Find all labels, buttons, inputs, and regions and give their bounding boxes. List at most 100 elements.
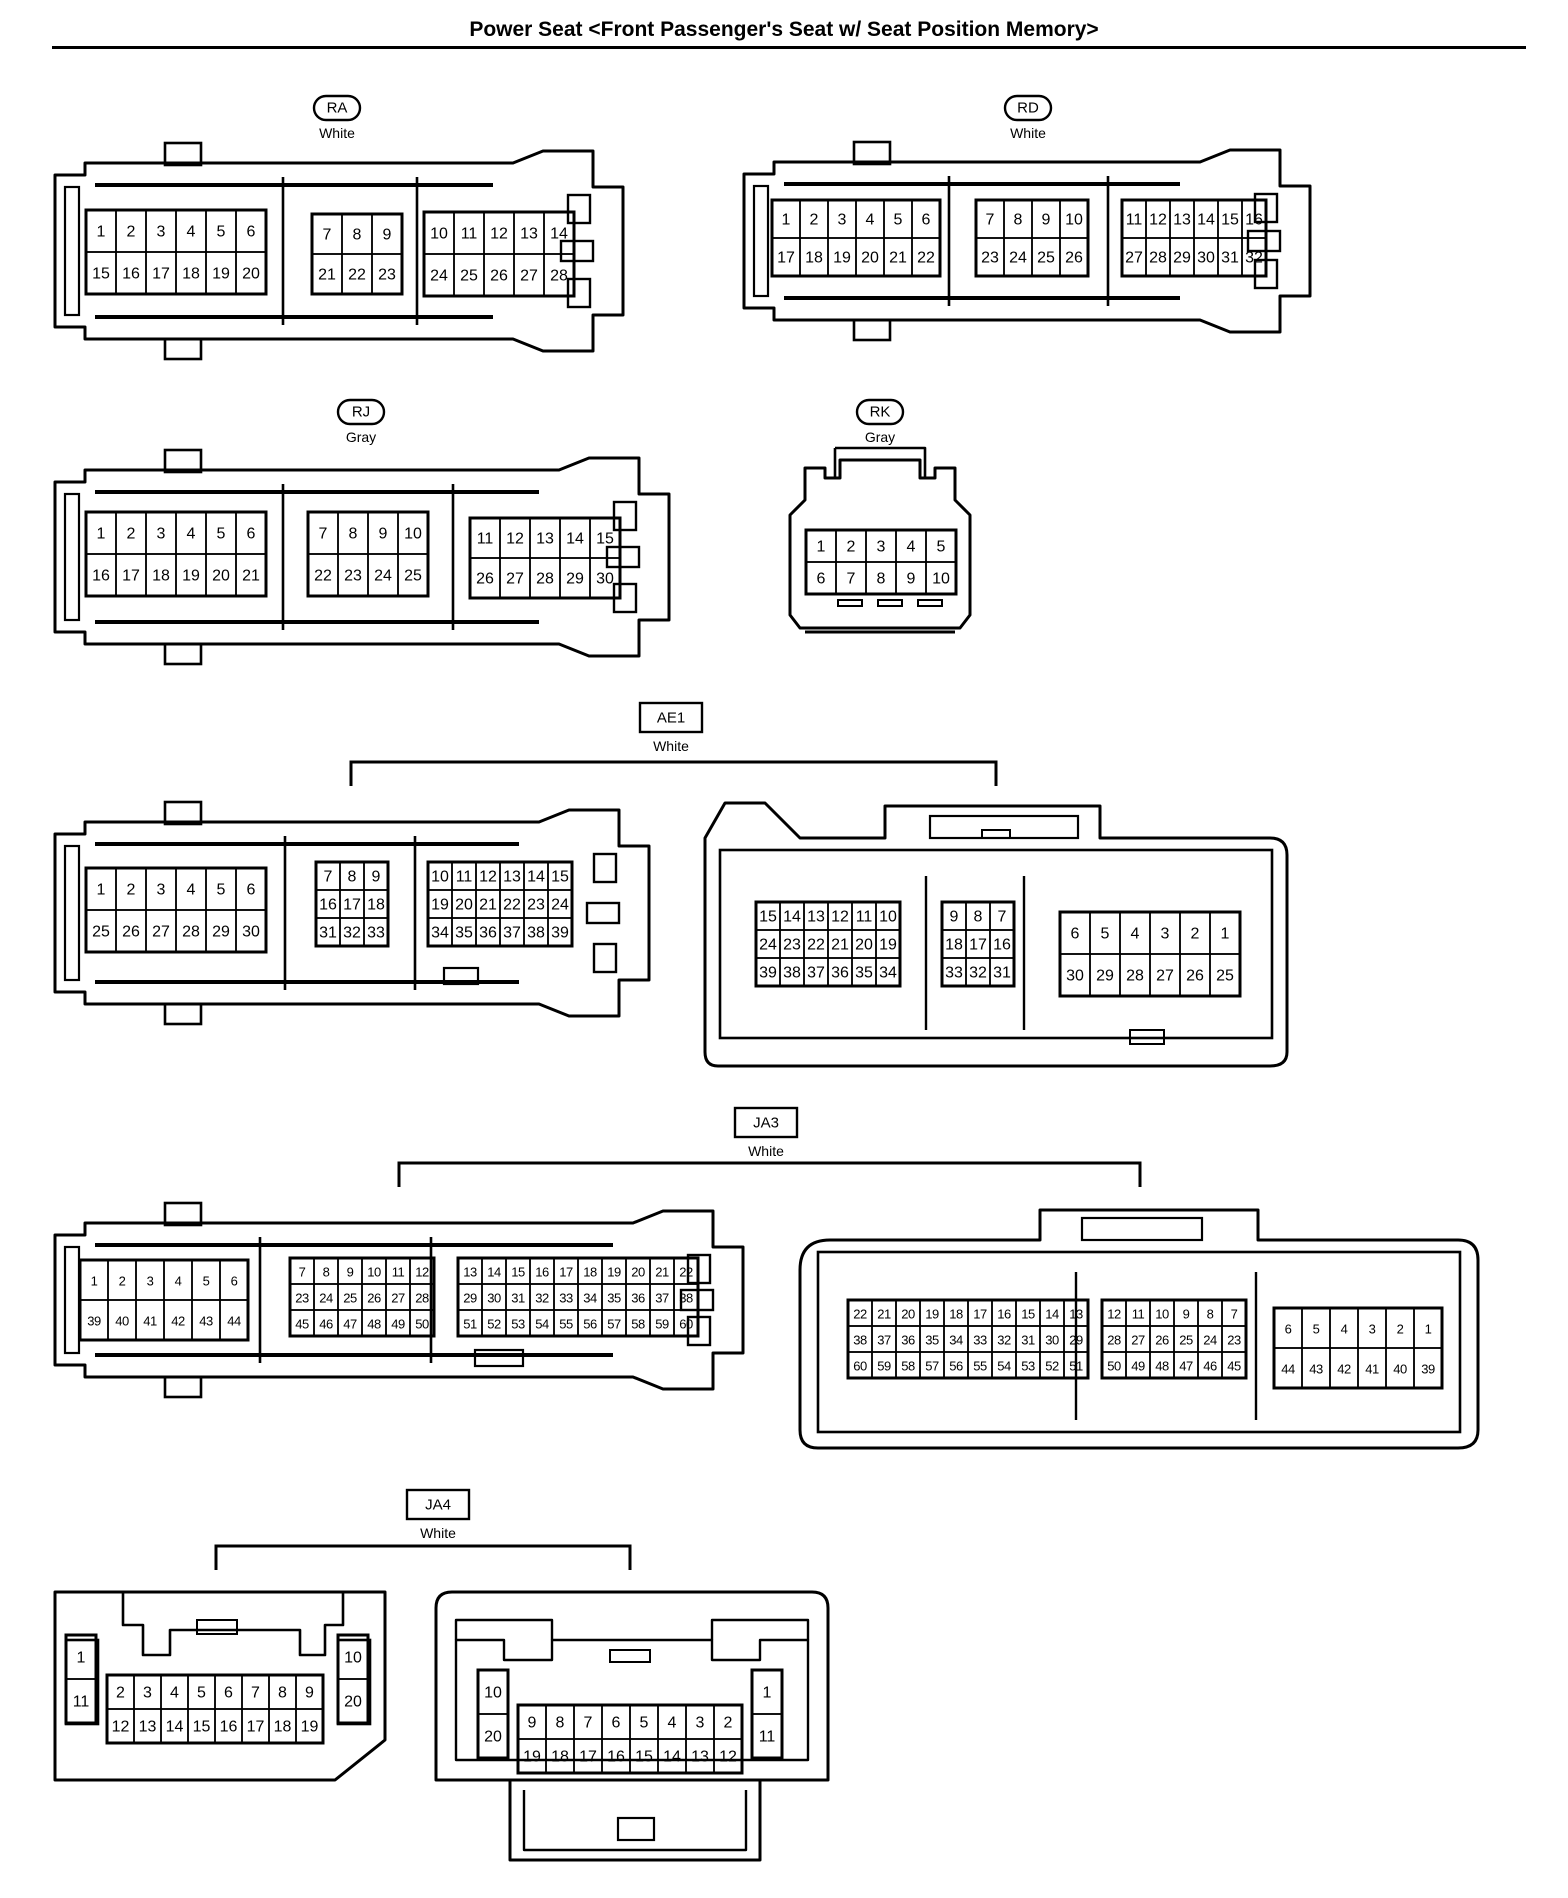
pin-number: 35 (855, 965, 873, 982)
housing-outline (566, 277, 592, 309)
pin-number: 58 (631, 1317, 645, 1332)
pin-number: 7 (847, 571, 856, 588)
pin-number: 60 (679, 1317, 693, 1332)
pin-number: 44 (1281, 1362, 1295, 1377)
housing-outline (53, 1209, 745, 1391)
pin-number: 7 (251, 1685, 260, 1702)
connector-id-oval (312, 94, 362, 122)
pin-number: 43 (1309, 1362, 1323, 1377)
housing-outline (742, 148, 1312, 334)
pin-number: 18 (274, 1719, 292, 1736)
pin-number: 7 (986, 212, 995, 229)
pin-number: 5 (640, 1715, 649, 1732)
pin-number: 27 (1156, 968, 1174, 985)
pin-number: 15 (1021, 1307, 1035, 1322)
pin-number: 18 (945, 937, 963, 954)
pin-number: 32 (1245, 250, 1263, 267)
pin-number: 29 (212, 924, 230, 941)
pin-cell (673, 1309, 699, 1337)
pin-number: 2 (127, 526, 136, 543)
housing-outline (592, 942, 618, 974)
pin-number: 5 (894, 212, 903, 229)
pin-number: 19 (212, 266, 230, 283)
pin-number: 33 (367, 925, 385, 942)
pin-number: 4 (1131, 926, 1140, 943)
pin-number: 17 (973, 1307, 987, 1322)
pin-cell (65, 1678, 97, 1724)
pin-number: 22 (679, 1265, 693, 1280)
latch-tab (852, 140, 892, 166)
pin-cell (235, 251, 267, 295)
pin-number: 14 (550, 226, 568, 243)
terminal-slot (877, 599, 903, 607)
pin-number: 13 (463, 1265, 477, 1280)
pin-number: 8 (353, 227, 362, 244)
pin-number: 31 (511, 1291, 525, 1306)
pin-number: 31 (1021, 1333, 1035, 1348)
pin-number: 32 (969, 965, 987, 982)
pin-number: 27 (506, 571, 524, 588)
pin-number: 29 (566, 571, 584, 588)
pin-number: 26 (1155, 1333, 1169, 1348)
pin-number: 7 (584, 1715, 593, 1732)
pin-number: 8 (349, 526, 358, 543)
pin-number: 24 (551, 897, 569, 914)
pin-number: 4 (1341, 1322, 1348, 1337)
pin-number: 6 (247, 526, 256, 543)
housing-outline (454, 1618, 810, 1640)
pin-number: 21 (889, 250, 907, 267)
pin-number: 47 (343, 1317, 357, 1332)
pin-number: 18 (152, 568, 170, 585)
pin-number: 29 (1173, 250, 1191, 267)
housing-outline (928, 814, 1080, 840)
pin-number: 10 (879, 909, 897, 926)
pin-number: 14 (487, 1265, 501, 1280)
housing-outline (612, 500, 638, 532)
pin-number: 21 (318, 267, 336, 284)
pin-number: 20 (484, 1729, 502, 1746)
connector-id: RA (327, 100, 348, 117)
pin-number: 14 (166, 1719, 184, 1736)
pin-number: 16 (993, 937, 1011, 954)
pin-number: 14 (663, 1749, 681, 1766)
pin-cell (713, 1738, 743, 1774)
pin-number: 7 (1231, 1307, 1238, 1322)
pin-number: 1 (91, 1274, 98, 1289)
housing-outline (605, 545, 641, 569)
pin-number: 25 (404, 568, 422, 585)
pin-number: 39 (1421, 1362, 1435, 1377)
pin-number: 6 (247, 224, 256, 241)
pin-number: 29 (1096, 968, 1114, 985)
pin-number: 17 (559, 1265, 573, 1280)
pin-number: 1 (1221, 926, 1230, 943)
latch-tab (163, 642, 203, 666)
pin-number: 24 (374, 568, 392, 585)
pin-number: 35 (925, 1333, 939, 1348)
pin-number: 14 (783, 909, 801, 926)
housing-outline (559, 239, 595, 263)
pin-number: 8 (974, 909, 983, 926)
pin-number: 2 (127, 882, 136, 899)
latch-tab (163, 800, 203, 826)
pin-number: 3 (1369, 1322, 1376, 1337)
pin-number: 25 (92, 924, 110, 941)
connector-color: White (748, 1143, 784, 1159)
pin-number: 4 (170, 1685, 179, 1702)
pin-number: 33 (945, 965, 963, 982)
pin-number: 37 (503, 925, 521, 942)
pin-number: 33 (559, 1291, 573, 1306)
pin-number: 55 (559, 1317, 573, 1332)
pin-number: 50 (415, 1317, 429, 1332)
pin-number: 30 (487, 1291, 501, 1306)
housing-outline (454, 1638, 810, 1762)
pin-number: 16 (535, 1265, 549, 1280)
pin-number: 37 (877, 1333, 891, 1348)
pin-number: 11 (456, 869, 473, 886)
pin-number: 3 (838, 212, 847, 229)
pin-number: 60 (853, 1359, 867, 1374)
pin-number: 4 (907, 539, 916, 556)
pin-number: 3 (877, 539, 886, 556)
pin-cell (371, 253, 403, 295)
